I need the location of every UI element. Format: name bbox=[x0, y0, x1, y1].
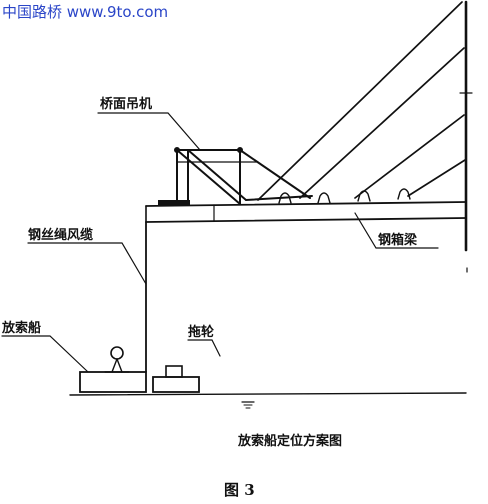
stay-cables bbox=[257, 1, 466, 201]
watermark: 中国路桥 www.9to.com bbox=[2, 3, 169, 21]
label-tugboat: 拖轮 bbox=[188, 324, 214, 340]
label-deck-crane: 桥面吊机 bbox=[100, 96, 152, 112]
label-steel-box-girder: 钢箱梁 bbox=[378, 232, 418, 248]
pylon bbox=[459, 0, 473, 273]
figure-number: 图 3 bbox=[224, 481, 255, 499]
cable-release-barge bbox=[79, 346, 147, 393]
caption: 放索船定位方案图 bbox=[237, 433, 342, 449]
cable-anchors bbox=[278, 188, 411, 204]
steel-box-girder bbox=[145, 201, 467, 223]
label-cable-release-barge: 放索船 bbox=[1, 320, 41, 336]
water-line bbox=[69, 392, 467, 409]
deck-crane bbox=[158, 147, 313, 205]
label-wire-rope-guy: 钢丝绳风缆 bbox=[28, 227, 93, 243]
leader-lines bbox=[1, 112, 439, 373]
tugboat bbox=[152, 365, 200, 393]
